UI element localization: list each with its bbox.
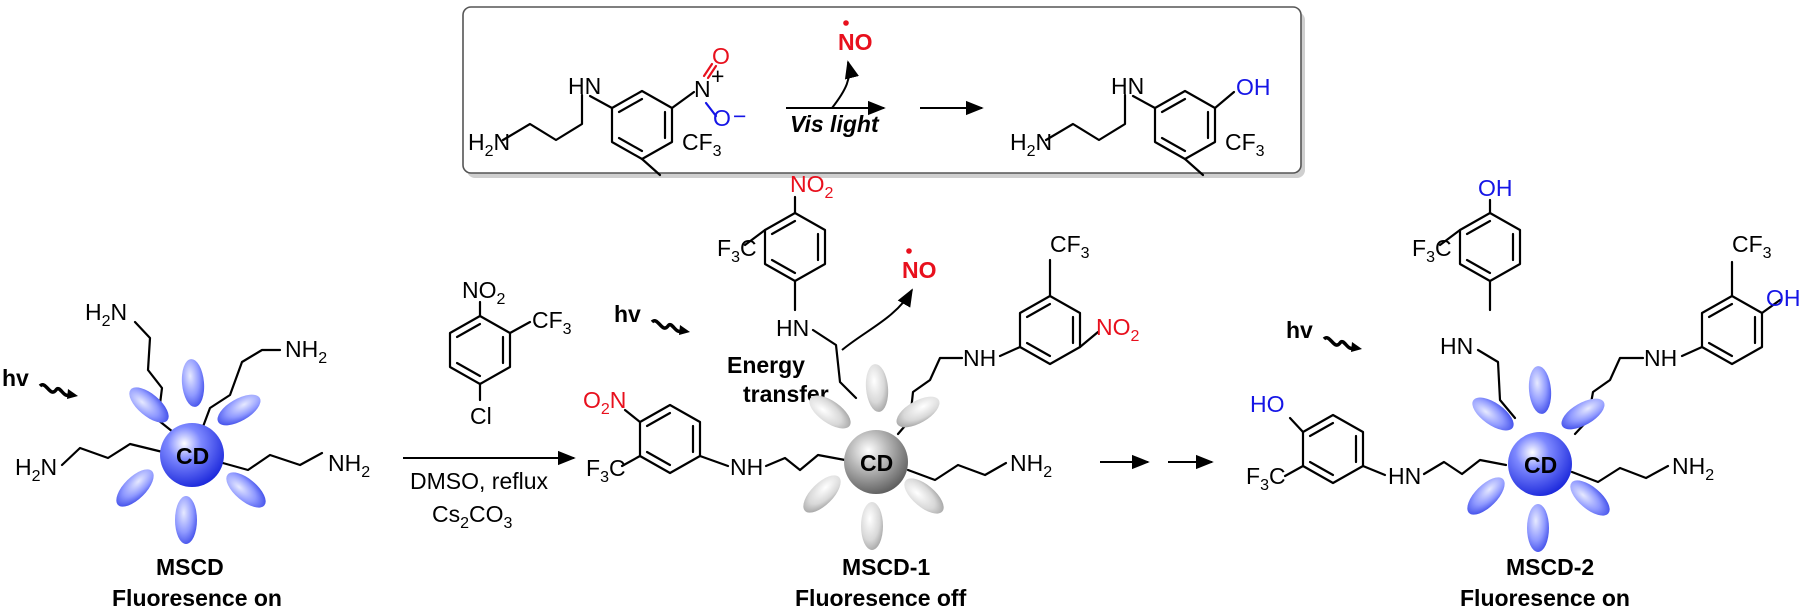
- nitro-o1-label: O: [712, 43, 730, 69]
- light-wave-icon: [38, 383, 80, 401]
- nitro-minus-label: −: [733, 103, 746, 129]
- nh-label: NH: [1644, 345, 1677, 371]
- phenol-product-molecule: HN H2N CF3 OH: [1010, 73, 1271, 177]
- cd-label: CD: [176, 443, 209, 469]
- no-radical-label: NO: [902, 257, 937, 283]
- nh-label: NH: [963, 345, 996, 371]
- light-wave-icon: [650, 319, 692, 337]
- nitro-n-label: N: [694, 76, 711, 102]
- no2-right-label: NO2: [1096, 314, 1140, 345]
- light-reaction-arrow: NO Vis light: [786, 20, 984, 137]
- hv-label: hv: [614, 301, 641, 327]
- mscd2-name: MSCD-2: [1506, 554, 1594, 580]
- oh-top-label: OH: [1478, 175, 1513, 201]
- mscd1-status: Fluoresence off: [795, 585, 967, 611]
- hv-label: hv: [1286, 317, 1313, 343]
- hn-label: HN: [776, 315, 809, 341]
- h2n-label: H2N: [468, 129, 510, 160]
- mscd2-structure: hv OH F3C HN CF3 OH NH HO F3C HN NH2: [1246, 175, 1800, 611]
- hv-label: hv: [2, 365, 29, 391]
- carbon-dot-blue: CD: [1467, 366, 1610, 552]
- hn-label: HN: [568, 73, 601, 99]
- cd-label: CD: [1524, 452, 1557, 478]
- cf3-label: CF3: [1225, 129, 1265, 160]
- f3c-label: F3C: [717, 235, 757, 266]
- cd-label: CD: [860, 450, 893, 476]
- nh2-label: NH2: [1672, 453, 1714, 484]
- h2n-top-label: H2N: [85, 299, 127, 330]
- top-reaction-box: HN H2N CF3 N + O O − NO Vis light: [462, 6, 1305, 178]
- nitro-o2-label: O: [713, 105, 731, 131]
- reagent-no2-label: NO2: [462, 277, 506, 308]
- f3c-label: F3C: [1412, 235, 1452, 266]
- h2n-label: H2N: [1010, 129, 1052, 160]
- coupling-reagent: NO2 CF3 Cl DMSO, reflux Cs2CO3: [403, 277, 576, 532]
- cf3-label: CF3: [1050, 231, 1090, 262]
- mscd-name: MSCD: [156, 554, 224, 580]
- nh2-right-label: NH2: [328, 450, 370, 481]
- reagent-cl-label: Cl: [470, 403, 492, 429]
- hn-label: HN: [1111, 73, 1144, 99]
- energy-label: Energy: [727, 352, 805, 378]
- no-radical-label: NO: [838, 29, 873, 55]
- carbon-dot-blue: CD: [116, 359, 266, 544]
- mscd-structure: hv H2N NH2 H2N NH2 CD MSCD Fluoresence o…: [2, 299, 370, 611]
- nh2-label: NH2: [1010, 450, 1052, 481]
- ho-label: HO: [1250, 391, 1285, 417]
- hn-label: HN: [1440, 333, 1473, 359]
- nitro-substrate-molecule: HN H2N CF3 N + O O −: [468, 43, 746, 177]
- mscd1-name: MSCD-1: [842, 554, 930, 580]
- vis-light-label: Vis light: [790, 111, 880, 137]
- cf3-label: CF3: [1732, 231, 1772, 262]
- nh2-top-label: NH2: [285, 336, 327, 367]
- carbon-dot-grey: CD: [803, 364, 944, 550]
- condition-solvent: DMSO, reflux: [410, 468, 549, 494]
- nh-left-label: NH: [730, 454, 763, 480]
- reagent-cf3-label: CF3: [532, 307, 572, 338]
- f3c-left-label: F3C: [1246, 463, 1286, 494]
- mscd2-status: Fluoresence on: [1460, 585, 1630, 611]
- hn-left-label: HN: [1388, 463, 1421, 489]
- no2-label: NO2: [790, 171, 834, 202]
- condition-base: Cs2CO3: [432, 501, 513, 532]
- oh-right-label: OH: [1766, 285, 1800, 311]
- cf3-label: CF3: [682, 129, 722, 160]
- o2n-label: O2N: [583, 387, 626, 418]
- oh-label: OH: [1236, 74, 1271, 100]
- h2n-left-label: H2N: [15, 454, 57, 485]
- mscd-status: Fluoresence on: [112, 585, 282, 611]
- mscd1-structure: hv NO2 F3C HN Energy transfer NO CF3 NO2…: [583, 171, 1140, 611]
- light-wave-icon: [1322, 336, 1364, 354]
- f3c-left-label: F3C: [586, 455, 626, 486]
